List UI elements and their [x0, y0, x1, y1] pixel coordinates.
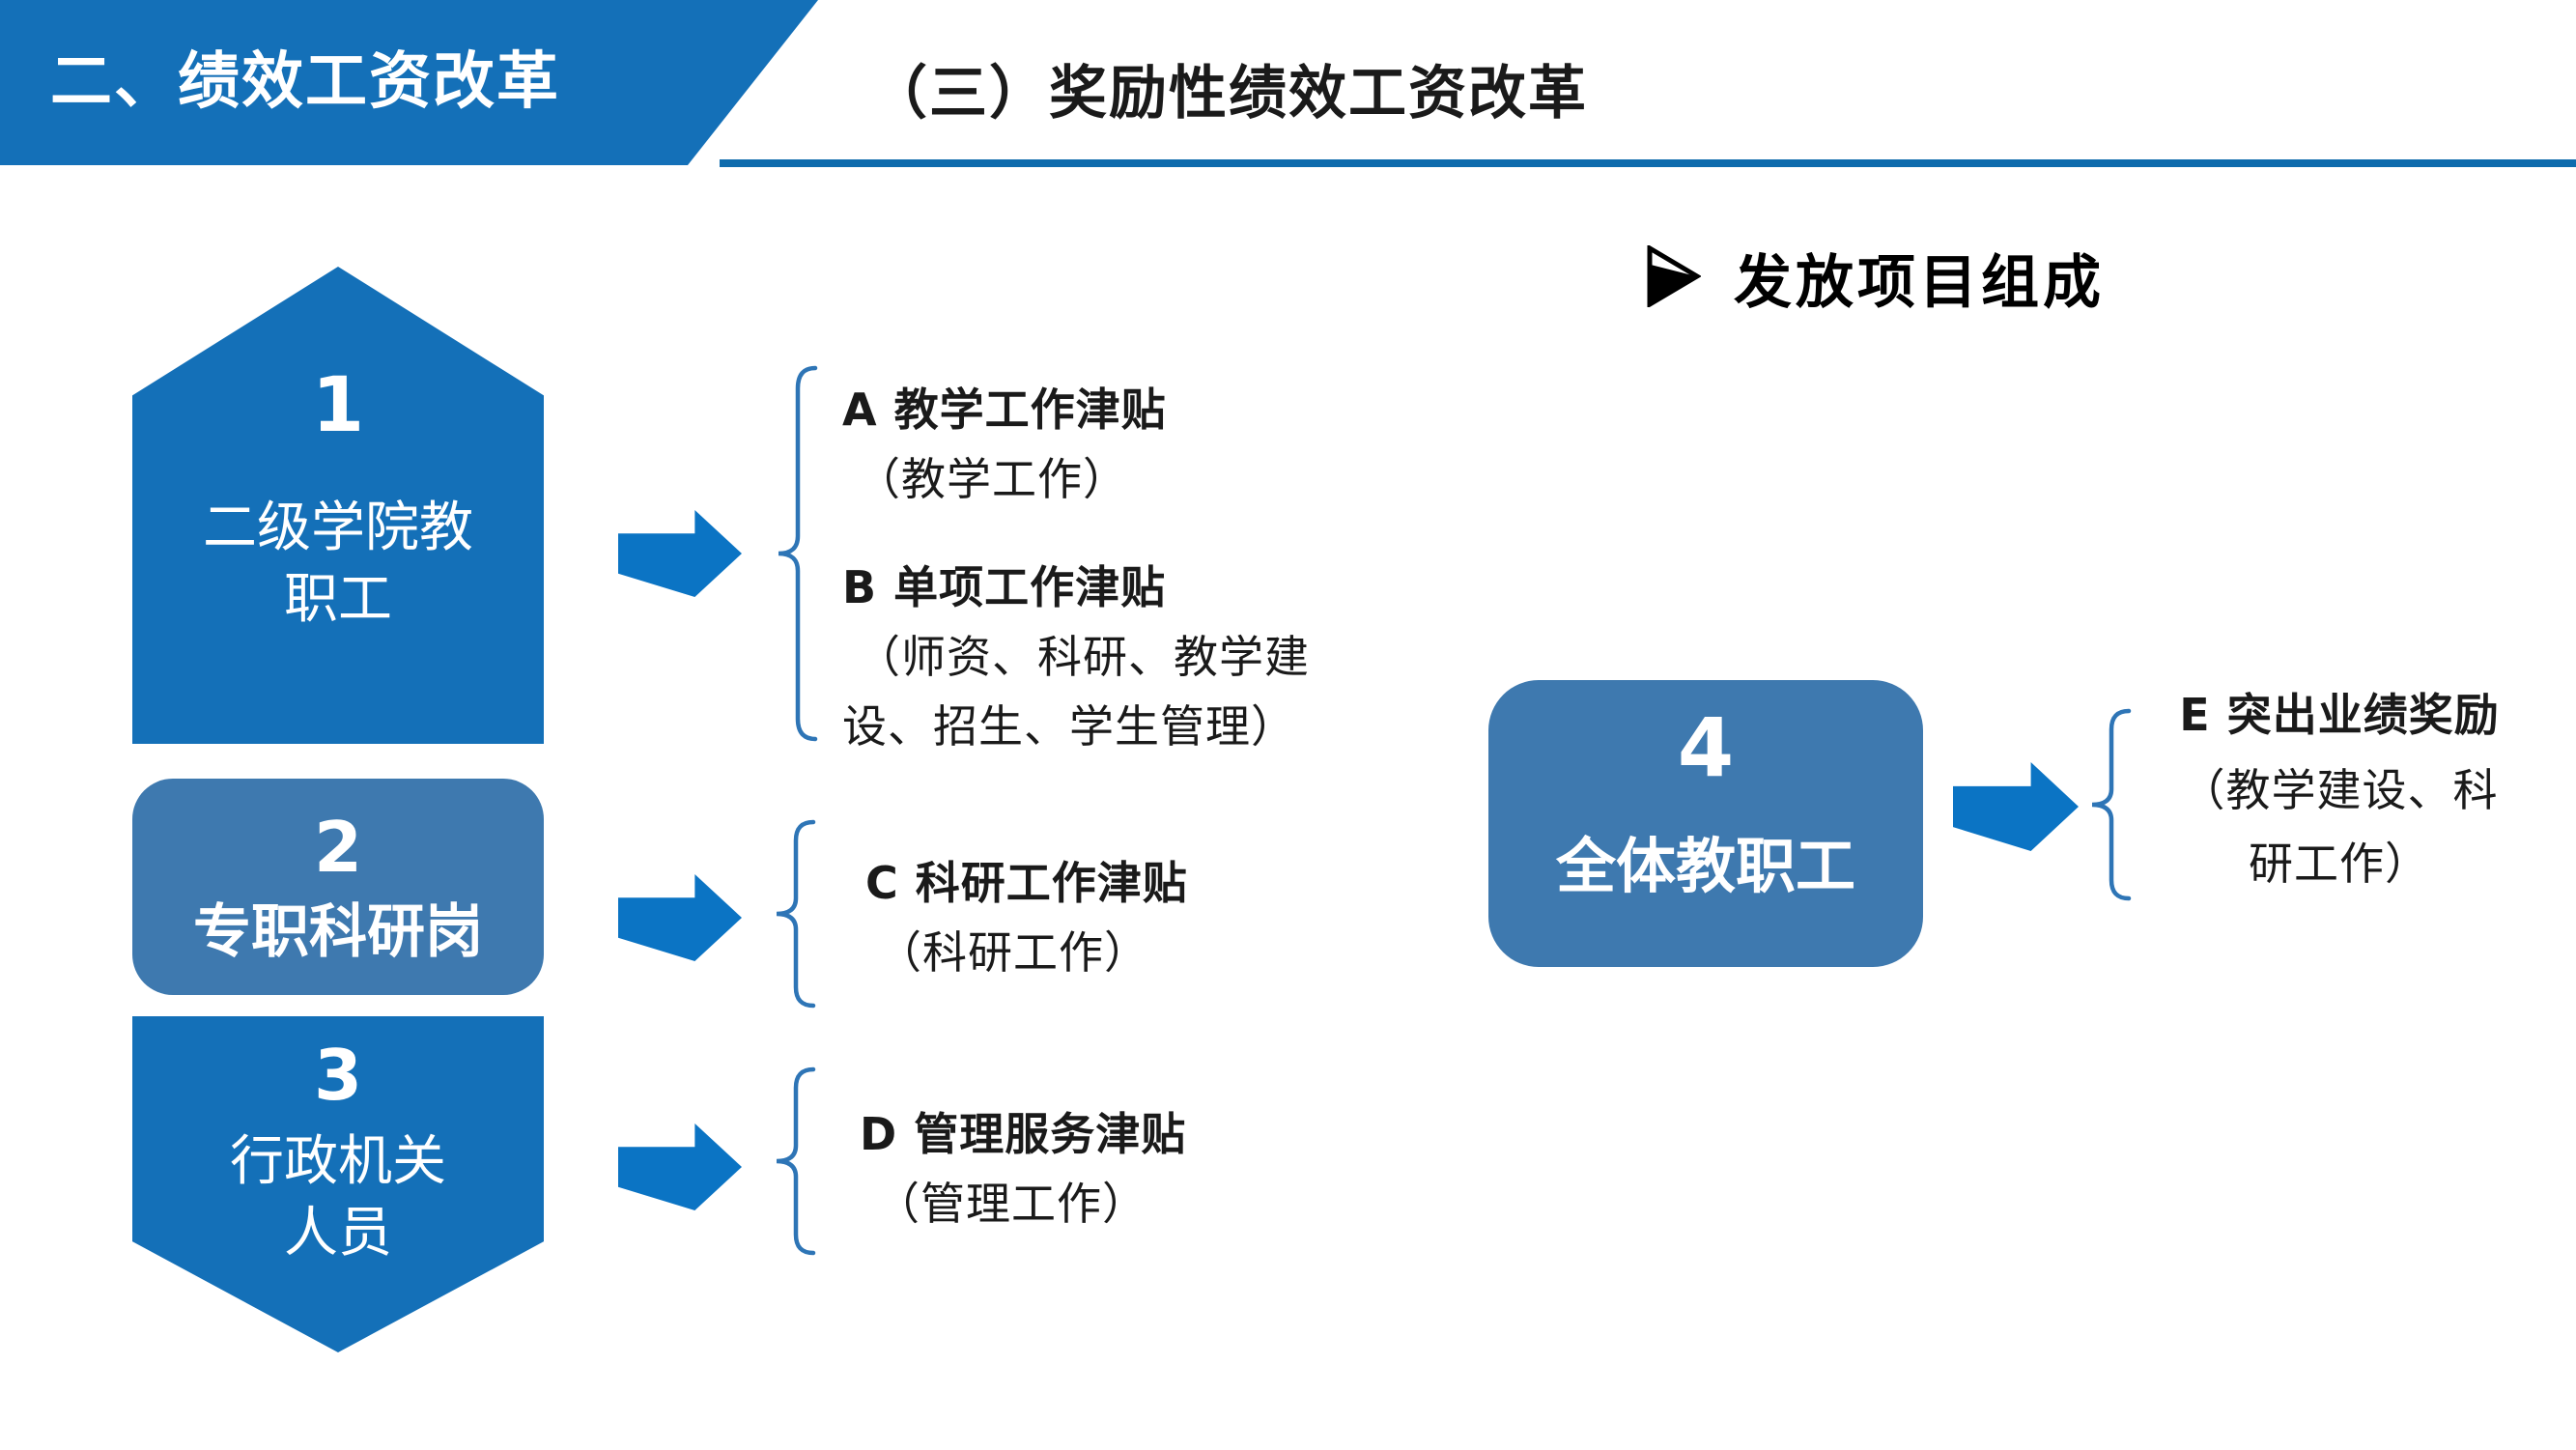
item-d-subtitle: （管理工作） [875, 1178, 1147, 1230]
item-e-subtitle-line1: （教学建设、科 [2180, 764, 2499, 816]
item-e-subtitle-line2: 研工作） [2249, 838, 2430, 890]
item-e-title: E 突出业绩奖励 [2179, 689, 2500, 741]
item-d-title: D 管理服务津贴 [860, 1108, 1187, 1160]
right-arrow-icon [618, 1123, 742, 1210]
item-b-title: B 单项工作津贴 [842, 561, 1167, 613]
group2-number: 2 [313, 807, 363, 889]
group1-pentagon: 1 二级学院教 职工 [132, 267, 544, 744]
item-b-subtitle-line1: （师资、科研、教学建 [856, 631, 1310, 683]
item-a-subtitle: （教学工作） [856, 453, 1128, 505]
right-arrow-icon [618, 874, 742, 961]
title-underline [720, 159, 2576, 167]
header-banner: 二、绩效工资改革 [0, 0, 818, 165]
group1-label: 二级学院教 职工 [203, 496, 473, 631]
group4-number: 4 [1677, 700, 1735, 795]
group2-rounded-box: 2 专职科研岗 [132, 779, 544, 995]
group4-rounded-box: 4 全体教职工 [1488, 680, 1923, 967]
right-arrow-icon [618, 510, 742, 597]
brace-icon [2086, 708, 2133, 901]
item-c-title: C 科研工作津贴 [865, 857, 1188, 909]
brace-icon [771, 819, 817, 1009]
group1-number: 1 [311, 362, 365, 449]
brace-icon [771, 1066, 817, 1256]
arrowhead-bullet-icon [1647, 243, 1702, 311]
group4-label: 全体教职工 [1555, 830, 1855, 901]
group3-label: 行政机关 人员 [230, 1130, 446, 1265]
group2-label: 专职科研岗 [193, 897, 483, 966]
item-c-subtitle: （科研工作） [877, 926, 1149, 979]
banner-title: 二、绩效工资改革 [50, 45, 560, 118]
brace-icon [773, 365, 819, 742]
group3-number: 3 [313, 1035, 363, 1116]
section-title: （三）奖励性绩效工资改革 [869, 60, 1588, 128]
item-e-block: E 突出业绩奖励 （教学建设、科 研工作） [2117, 680, 2562, 902]
right-arrow-icon [1953, 762, 2079, 851]
bullet-heading: 发放项目组成 [1647, 236, 2105, 320]
group3-pentagon-down: 3 行政机关 人员 [132, 1016, 544, 1352]
item-b-subtitle-line2: 设、招生、学生管理） [842, 700, 1296, 753]
item-a-title: A 教学工作津贴 [842, 384, 1167, 436]
bullet-heading-label: 发放项目组成 [1734, 249, 2105, 317]
